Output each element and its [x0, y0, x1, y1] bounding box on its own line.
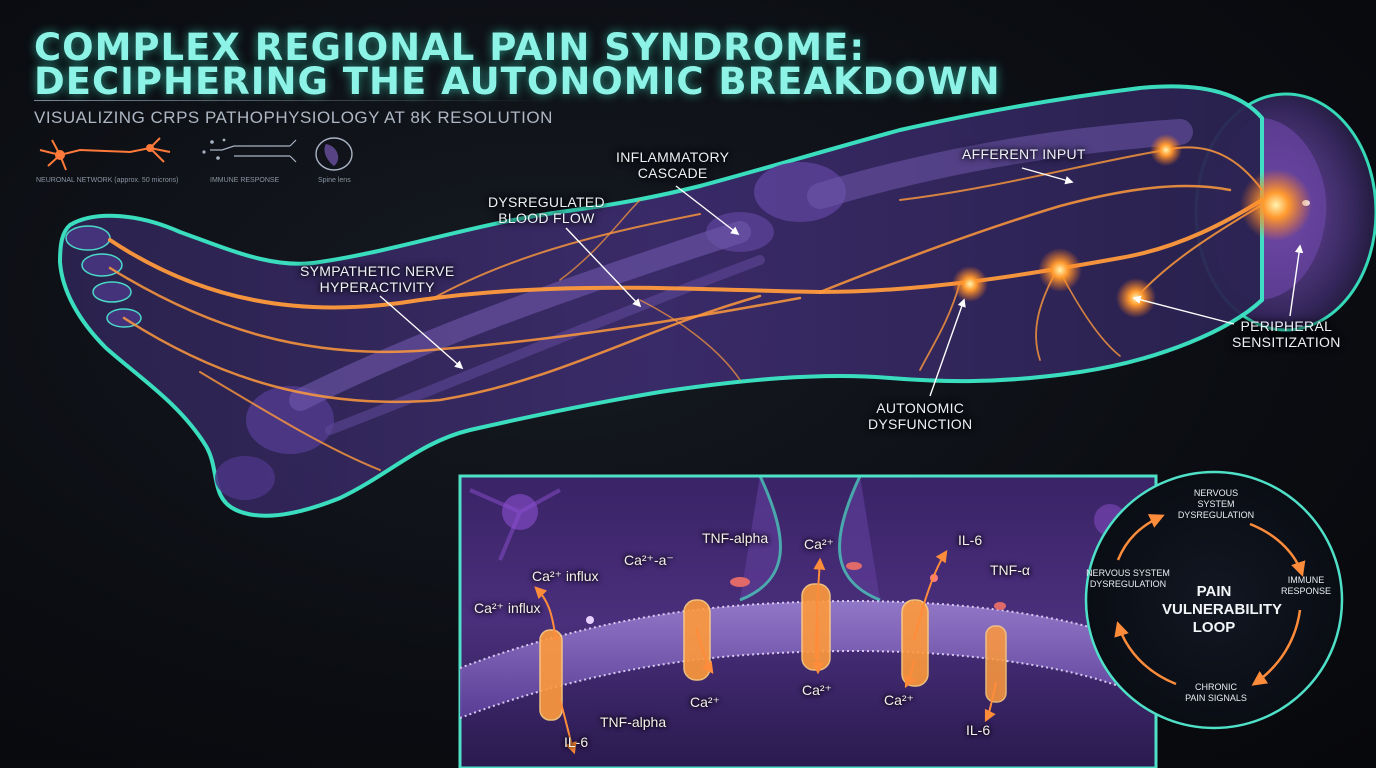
loop-top-line1: NERVOUS — [1193, 488, 1239, 498]
subtitle: VISUALIZING CRPS PATHOPHYSIOLOGY AT 8K R… — [34, 108, 553, 127]
loop-node-right: IMMUNE RESPONSE — [1276, 575, 1336, 597]
legend-immune-caption: IMMUNE RESPONSE — [210, 177, 280, 184]
label-pointers — [379, 167, 1304, 397]
cell-label-tnf-alpha-top: TNF-alpha — [702, 530, 769, 546]
loop-top-line3: DYSREGULATION — [1177, 510, 1255, 520]
label-autonomic-line1: AUTONOMIC — [876, 400, 965, 416]
label-peripheral-line1: PERIPHERAL — [1240, 318, 1333, 334]
loop-center-line3: LOOP — [1192, 619, 1236, 636]
vulnerability-loop-diagram — [1084, 470, 1344, 730]
title-divider — [34, 100, 554, 101]
loop-left-line1: NERVOUS SYSTEM — [1086, 568, 1170, 578]
spine-legend-icon — [315, 137, 353, 171]
label-inflammatory-line1: INFLAMMATORY — [616, 149, 730, 165]
label-blood-line1: DYSREGULATED — [488, 194, 605, 210]
cellular-inset — [458, 474, 1158, 768]
label-autonomic-dysfunction: AUTONOMIC DYSFUNCTION — [868, 400, 972, 432]
cell-label-ca-a: Ca²⁺-a⁻ — [624, 552, 674, 568]
loop-center-title: PAIN VULNERABILITY LOOP — [1162, 583, 1282, 637]
label-peripheral-line2: SENSITIZATION — [1232, 334, 1341, 350]
loop-center-line2: VULNERABILITY — [1162, 601, 1282, 618]
legend-spine-caption: Spine lens — [318, 177, 351, 184]
immune-legend-icon — [210, 139, 297, 163]
label-sympathetic-line2: HYPERACTIVITY — [319, 279, 435, 295]
cell-label-ca-bottom-2: Ca²⁺ — [802, 682, 832, 698]
cell-label-tnf-a-right: TNF-α — [990, 562, 1030, 578]
neuron-legend-icon — [39, 137, 171, 171]
loop-right-line2: RESPONSE — [1280, 586, 1331, 596]
loop-right-line1: IMMUNE — [1287, 575, 1325, 585]
loop-bottom-line1: CHRONIC — [1195, 682, 1237, 692]
label-peripheral-sensitization: PERIPHERAL SENSITIZATION — [1232, 318, 1341, 350]
loop-left-line2: DYSREGULATION — [1089, 579, 1167, 589]
loop-bottom-line2: PAIN SIGNALS — [1185, 693, 1247, 703]
legend-icons — [39, 137, 353, 171]
loop-node-left: NERVOUS SYSTEM DYSREGULATION — [1086, 568, 1170, 590]
label-afferent-input: AFFERENT INPUT — [962, 146, 1086, 162]
cell-label-ca-influx-left: Ca²⁺ influx — [474, 600, 541, 616]
cell-label-ca-top: Ca²⁺ — [804, 536, 834, 552]
label-blood-line2: BLOOD FLOW — [498, 210, 595, 226]
loop-center-line1: PAIN — [1196, 583, 1232, 600]
loop-node-bottom: CHRONIC PAIN SIGNALS — [1176, 682, 1256, 704]
cell-label-il6-top: IL-6 — [958, 532, 983, 548]
cell-label-tnf-alpha-bottom: TNF-alpha — [600, 714, 667, 730]
loop-top-line2: SYSTEM — [1197, 499, 1235, 509]
title-line-1: COMPLEX REGIONAL PAIN SYNDROME: — [34, 26, 866, 69]
loop-node-top: NERVOUS SYSTEM DYSREGULATION — [1176, 488, 1256, 521]
cell-label-il6-bottom-right: IL-6 — [966, 722, 991, 738]
cell-label-ca-bottom-3: Ca²⁺ — [884, 692, 914, 708]
cell-label-ca-bottom-1: Ca²⁺ — [690, 694, 720, 710]
label-inflammatory-cascade: INFLAMMATORY CASCADE — [616, 149, 729, 181]
label-sympathetic-line1: SYMPATHETIC NERVE — [300, 263, 455, 279]
title-line-2: DECIPHERING THE AUTONOMIC BREAKDOWN — [34, 60, 1001, 103]
label-autonomic-line2: DYSFUNCTION — [868, 416, 973, 432]
inflammation-nodes — [952, 134, 1312, 318]
label-inflammatory-line2: CASCADE — [637, 165, 708, 181]
label-sympathetic-hyperactivity: SYMPATHETIC NERVE HYPERACTIVITY — [300, 263, 454, 295]
cell-label-ca-influx-upper: Ca²⁺ influx — [532, 568, 599, 584]
cell-label-il6-bottom-left: IL-6 — [564, 734, 589, 750]
legend-neuron-caption: NEURONAL NETWORK (approx. 50 microns) — [36, 177, 179, 184]
label-dysregulated-blood-flow: DYSREGULATED BLOOD FLOW — [488, 194, 605, 226]
